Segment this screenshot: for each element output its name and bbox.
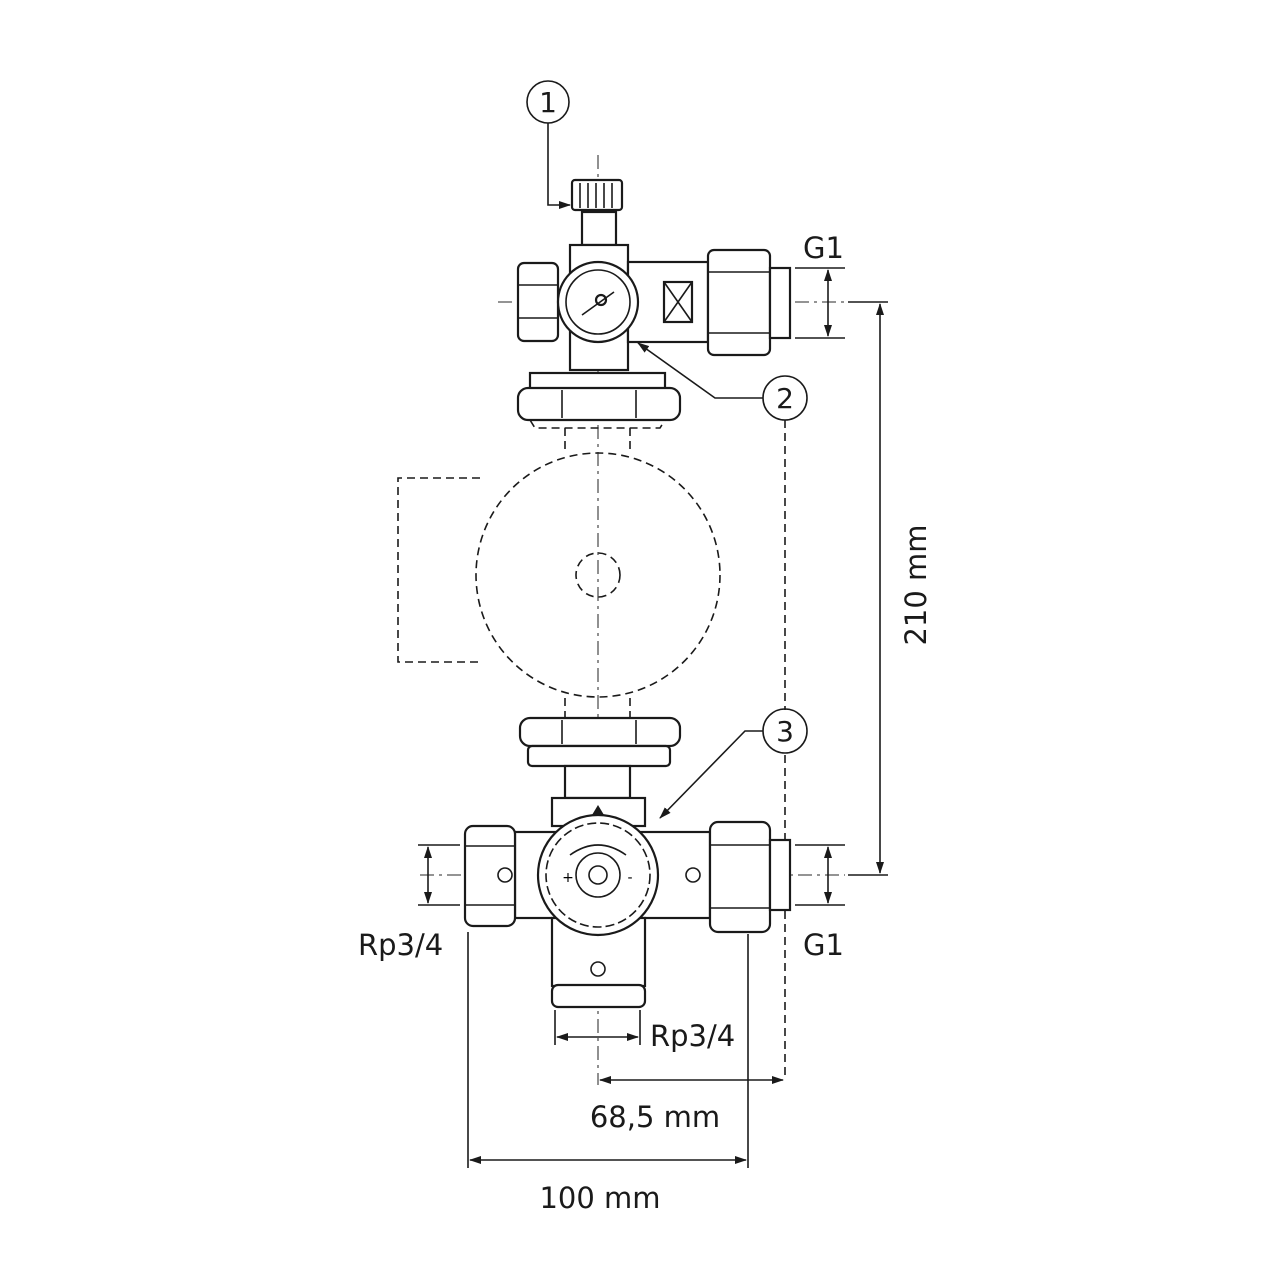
svg-text:100 mm: 100 mm [539, 1181, 660, 1215]
top-g1-dimension: G1 [795, 231, 845, 339]
callout-1: 1 [526, 80, 571, 209]
width-dimension: 100 mm [467, 932, 749, 1215]
svg-text:+: + [562, 870, 574, 886]
svg-text:-: - [627, 870, 632, 886]
svg-text:68,5 mm: 68,5 mm [590, 1100, 720, 1134]
svg-text:2: 2 [776, 382, 794, 415]
svg-text:Rp3/4: Rp3/4 [650, 1019, 735, 1053]
svg-text:3: 3 [776, 715, 794, 748]
adjustment-knob: + - [536, 805, 660, 937]
height-dimension: 210 mm [848, 301, 933, 876]
svg-text:1: 1 [539, 86, 557, 119]
pressure-gauge [556, 260, 640, 344]
callout-2: 2 [637, 342, 808, 421]
bottom-g1-dimension: G1 [795, 844, 845, 962]
bottom-mixing-valve: + - [463, 716, 792, 1009]
circulation-pump-outline [397, 428, 721, 719]
callout-3: 3 [659, 708, 808, 819]
svg-text:G1: G1 [803, 231, 844, 265]
svg-text:210 mm: 210 mm [899, 524, 933, 645]
inlet-rp-dimension: Rp3/4 [358, 844, 460, 962]
offset-dimension: 68,5 mm [590, 1076, 784, 1134]
svg-text:G1: G1 [803, 928, 844, 962]
top-valve-assembly [516, 178, 792, 429]
svg-text:Rp3/4: Rp3/4 [358, 928, 443, 962]
bottom-port-rp-dimension: Rp3/4 [554, 1010, 735, 1053]
